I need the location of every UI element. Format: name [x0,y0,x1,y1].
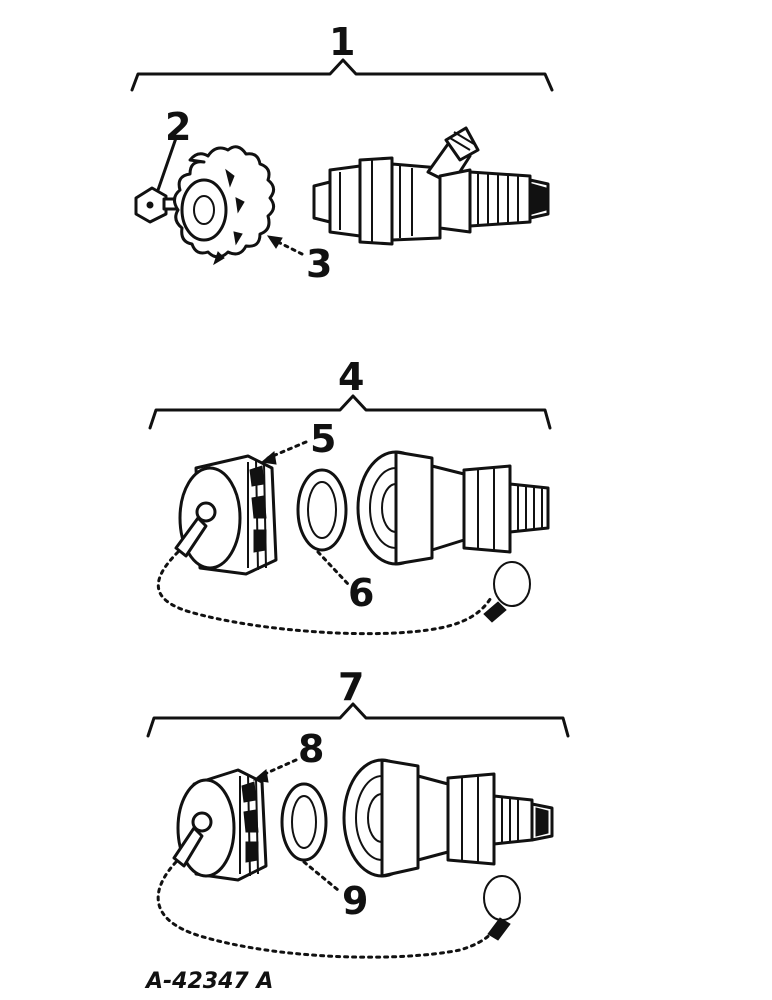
dust-cap-part [172,768,268,882]
assembly-group-1: 1 2 3 [130,20,554,286]
group-bracket-7 [146,702,570,738]
assembly-group-4: 4 5 6 [148,355,552,636]
gasket-ring-part [296,468,348,552]
group-bracket-4 [148,394,552,430]
callout-3: 3 [306,242,332,286]
chain-ring [483,561,531,623]
callout-9: 9 [342,879,368,923]
assembly-group-7: 7 8 9 [146,665,570,959]
callout-5: 5 [310,417,336,461]
leader-9 [302,860,340,892]
callout-4: 4 [338,355,364,399]
screw-part [134,186,180,224]
chain-ring [483,875,521,941]
coupler-body-part [356,450,550,566]
callout-8: 8 [298,727,324,771]
valve-fitting-part [312,126,550,246]
callout-7: 7 [338,665,364,709]
knurled-knob-part [173,145,275,266]
callout-1: 1 [329,20,355,64]
coupler-body-part [342,758,554,878]
figure-code: A-42347 A [144,969,273,994]
leader-2 [156,136,178,192]
callout-6: 6 [348,571,374,615]
callout-2: 2 [165,105,191,149]
leader-6 [316,550,350,586]
group-bracket-1 [130,58,554,92]
dust-cap-part [174,454,278,576]
gasket-ring-part [280,782,328,862]
ball-chain [156,550,494,636]
ball-chain [156,860,496,959]
